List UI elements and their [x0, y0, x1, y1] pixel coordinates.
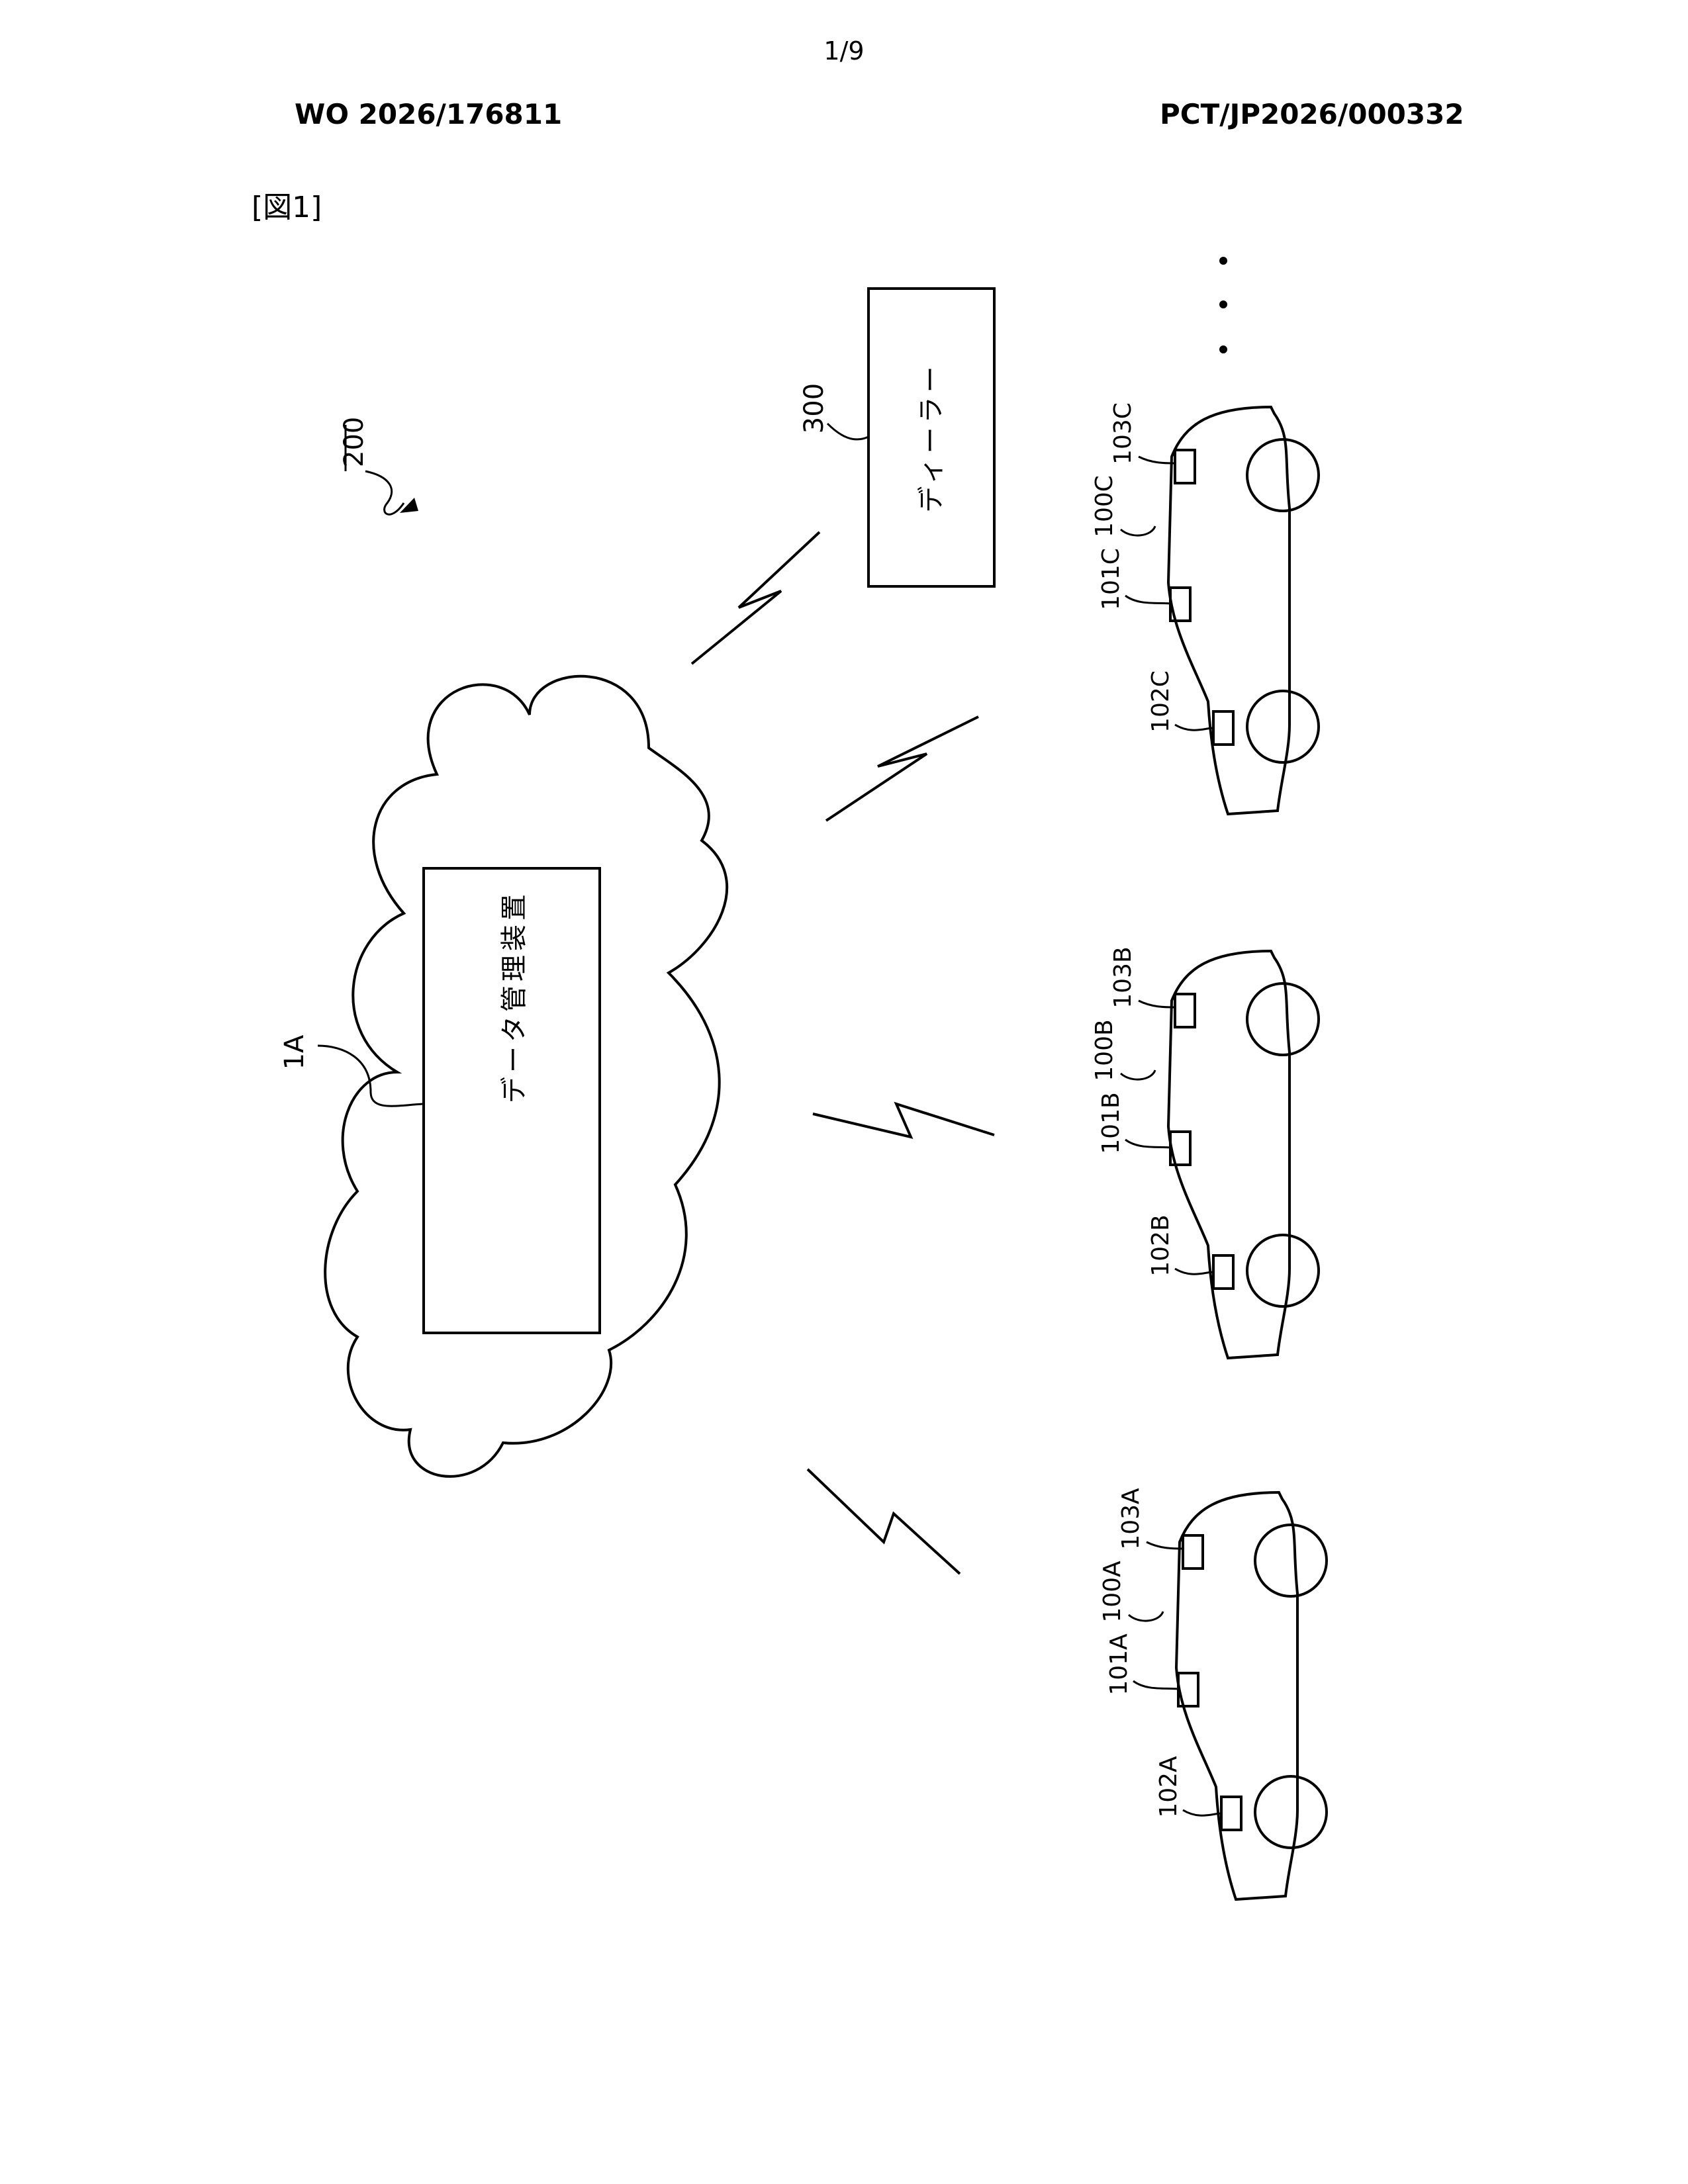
vehicle-c: 103C 100C 101C 102C [1091, 402, 1319, 814]
leader [1183, 1810, 1221, 1815]
vehicle-c-front-wheel [1247, 691, 1319, 762]
dealer: ディーラー 300 [799, 289, 994, 586]
vehicle-c-rear-wheel [1247, 439, 1319, 511]
vehicle-b: 103B 100B 101B 102B [1091, 946, 1319, 1358]
leader [1121, 1070, 1155, 1079]
leader [1125, 596, 1170, 604]
vehicle-c-sensor-label: 101C [1098, 548, 1125, 610]
vehicle-a-rear-unit [1183, 1535, 1203, 1569]
vehicle-b-rear-unit [1175, 994, 1195, 1027]
vehicle-b-rear-unit-label: 103B [1109, 946, 1137, 1008]
continuation-dots [1219, 257, 1227, 353]
dealer-ref-label: 300 [799, 383, 829, 433]
leader [1129, 1612, 1163, 1621]
vehicle-b-front-unit-label: 102B [1147, 1214, 1174, 1276]
vehicle-a-body-label: 100A [1099, 1561, 1126, 1623]
cloud: データ管理装置 1A [279, 676, 727, 1477]
vehicle-c-body [1168, 407, 1289, 814]
leader [1139, 1001, 1175, 1007]
vehicle-a-front-unit-label: 102A [1155, 1756, 1182, 1818]
leader [1175, 1269, 1213, 1274]
leader [1133, 1681, 1178, 1689]
system-reference: 200 [339, 417, 418, 515]
dot [1219, 300, 1227, 308]
vehicle-b-front-unit [1213, 1255, 1233, 1289]
dot [1219, 257, 1227, 265]
leader [1121, 526, 1155, 535]
vehicle-b-body [1168, 951, 1289, 1358]
leader [1125, 1140, 1170, 1148]
cloud-ref-leader [318, 1046, 424, 1106]
link-to-vehicle-a [808, 1469, 960, 1574]
vehicle-b-rear-wheel [1247, 983, 1319, 1055]
vehicle-c-rear-unit [1175, 450, 1195, 483]
vehicle-b-front-wheel [1247, 1235, 1319, 1306]
leader [1147, 1542, 1183, 1549]
vehicle-c-front-unit-label: 102C [1147, 670, 1174, 733]
system-ref-leader [365, 471, 404, 514]
vehicle-a-rear-unit-label: 103A [1117, 1488, 1145, 1550]
dot [1219, 345, 1227, 353]
vehicle-a-front-unit [1221, 1797, 1241, 1830]
vehicle-b-body-label: 100B [1091, 1019, 1118, 1081]
vehicle-a-front-wheel [1255, 1776, 1327, 1848]
dealer-ref-leader [827, 424, 868, 439]
leader [1175, 725, 1213, 730]
cloud-ref-label: 1A [279, 1034, 310, 1069]
vehicle-c-rear-unit-label: 103C [1109, 402, 1137, 465]
vehicle-c-body-label: 100C [1091, 475, 1118, 537]
leader [1139, 457, 1175, 463]
system-ref-label: 200 [339, 417, 369, 467]
vehicle-a-sensor-label: 101A [1105, 1633, 1133, 1696]
vehicle-a: 103A 100A 101A 102A [1099, 1488, 1327, 1899]
vehicle-b-sensor-label: 101B [1098, 1092, 1125, 1154]
link-to-vehicle-b [813, 1104, 994, 1137]
vehicle-c-front-unit [1213, 711, 1233, 745]
link-to-vehicle-c [826, 717, 978, 821]
dealer-label: ディーラー [916, 362, 947, 512]
vehicle-a-body [1176, 1492, 1297, 1899]
wireless-links [692, 532, 994, 1574]
data-management-label: データ管理装置 [499, 890, 530, 1103]
link-to-dealer [692, 532, 820, 664]
vehicle-a-rear-wheel [1255, 1525, 1327, 1596]
